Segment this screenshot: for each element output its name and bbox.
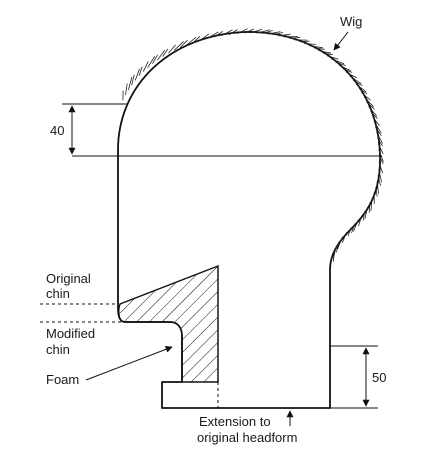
wig-strand: [372, 116, 380, 127]
wig-strand: [361, 92, 371, 101]
wig-strand: [267, 31, 281, 35]
wig-strand: [147, 56, 156, 68]
wig-strand: [368, 106, 378, 117]
wig-strand: [346, 72, 357, 79]
wig-strand: [299, 40, 310, 43]
wig-strand: [152, 54, 158, 64]
wig-strand: [262, 30, 273, 34]
wig-strand: [364, 97, 374, 108]
wig-strand: [278, 33, 291, 37]
wig-strand: [341, 232, 347, 243]
wig-strand: [339, 65, 351, 71]
wig-strand: [342, 68, 353, 73]
wig-strand: [186, 36, 197, 46]
wig-strand: [376, 181, 379, 194]
dim-top-label: 40: [50, 123, 64, 138]
wig-strand: [378, 168, 382, 183]
wig-strand: [377, 175, 381, 186]
wig-strand: [331, 58, 345, 65]
wig-strand: [192, 36, 201, 43]
wig-strand: [244, 28, 255, 34]
wig-strand: [375, 126, 382, 137]
wig-strand: [378, 162, 384, 174]
modified-chin-label-2: chin: [46, 342, 70, 357]
wig-strand: [368, 202, 371, 213]
wig-strand: [318, 50, 331, 54]
wig-strand: [199, 33, 210, 41]
wig-strand: [221, 29, 233, 37]
wig-strand: [138, 66, 143, 77]
wig-strand: [352, 79, 363, 87]
wig-strand: [347, 227, 352, 237]
wig-strand: [366, 101, 375, 110]
foam-label: Foam: [46, 372, 79, 387]
wig-hair: [122, 28, 384, 262]
wig-strand: [213, 30, 224, 38]
wig-strand: [142, 61, 149, 72]
wig-strand: [322, 52, 333, 56]
head-outline: [117, 31, 381, 409]
wig-label: Wig: [340, 14, 362, 29]
wig-strand: [309, 45, 323, 49]
wig-strand: [362, 211, 366, 221]
wig-strand: [250, 28, 263, 34]
wig-strand: [373, 121, 382, 134]
wig-strand: [358, 88, 368, 95]
wig-strand: [355, 83, 367, 93]
wig-strand: [128, 76, 133, 91]
wig-strand: [134, 68, 140, 81]
wig-strand: [353, 219, 359, 232]
wig-strand: [327, 55, 339, 60]
wig-strand: [370, 197, 373, 211]
wig-strand: [349, 75, 362, 84]
wig-strand: [313, 47, 325, 50]
wig-strand: [179, 40, 188, 48]
wig-strand: [289, 37, 301, 39]
wig-strand: [256, 29, 270, 34]
wig-strand: [376, 132, 383, 144]
extension-label: Extension to: [199, 414, 271, 429]
extension-label-2: original headform: [197, 430, 297, 445]
wig-strand: [162, 48, 169, 57]
wig-strand: [173, 41, 184, 51]
wig-strand: [157, 50, 166, 61]
wig-strand: [370, 111, 378, 119]
wig-strand: [377, 137, 383, 147]
wig-strand: [273, 32, 284, 36]
wig-strand: [206, 31, 219, 40]
wig-strand: [304, 43, 317, 45]
original-chin-label: Original: [46, 271, 91, 286]
foam-leader: [85, 345, 173, 381]
wig-strand: [236, 28, 248, 35]
wig-strand: [336, 241, 340, 253]
wig-strand: [168, 44, 176, 54]
wig-strand: [364, 206, 368, 219]
original-chin-label-2: chin: [46, 286, 70, 301]
wig-strand: [335, 61, 346, 66]
wig-strand: [358, 215, 363, 227]
wig-strand: [351, 223, 356, 234]
wig-strand: [332, 250, 335, 262]
dim-bottom-label: 50: [372, 370, 386, 385]
wig-strand: [337, 236, 343, 250]
foam-region: [118, 264, 219, 383]
wig-strand: [125, 83, 128, 96]
wig-strand: [284, 36, 298, 38]
wig-strand: [131, 74, 135, 86]
wig-strand: [375, 187, 378, 197]
wig-strand: [228, 29, 238, 35]
modified-chin-label: Modified: [46, 326, 95, 341]
wig-strand: [377, 143, 384, 155]
wig-leader: [333, 31, 349, 51]
